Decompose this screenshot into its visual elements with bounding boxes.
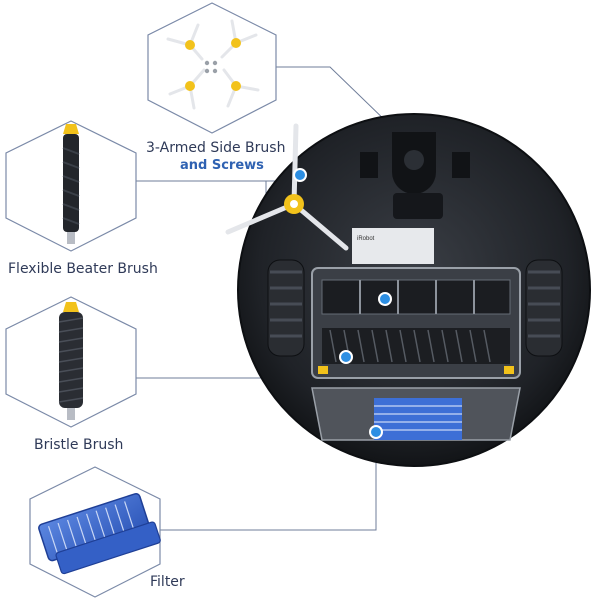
bristle-brush-image — [58, 302, 84, 420]
filter-label: Filter — [150, 574, 185, 590]
robot-underside-image: iRobot — [225, 113, 591, 467]
model-sticker-text: iRobot — [357, 236, 375, 242]
flexible-beater-brush-image — [62, 124, 80, 244]
side-brush-label: 3-Armed Side Brush — [146, 140, 286, 156]
location-marker-icon — [369, 425, 383, 439]
bristle-brush-label: Bristle Brush — [34, 437, 124, 453]
location-markers — [293, 168, 392, 439]
screws-label: and Screws — [180, 158, 264, 173]
location-marker-icon — [378, 292, 392, 306]
beater-brush-label: Flexible Beater Brush — [8, 261, 158, 277]
screws-image — [204, 60, 218, 74]
mounted-side-brush — [225, 123, 349, 251]
hexagon-frame-side-brush — [147, 2, 277, 134]
side-brush-set-image — [166, 19, 260, 110]
location-marker-icon — [339, 350, 353, 364]
filter-image — [38, 492, 161, 575]
connector-filter — [160, 433, 377, 531]
connector-side-brush — [276, 66, 391, 126]
location-marker-icon — [293, 168, 307, 182]
